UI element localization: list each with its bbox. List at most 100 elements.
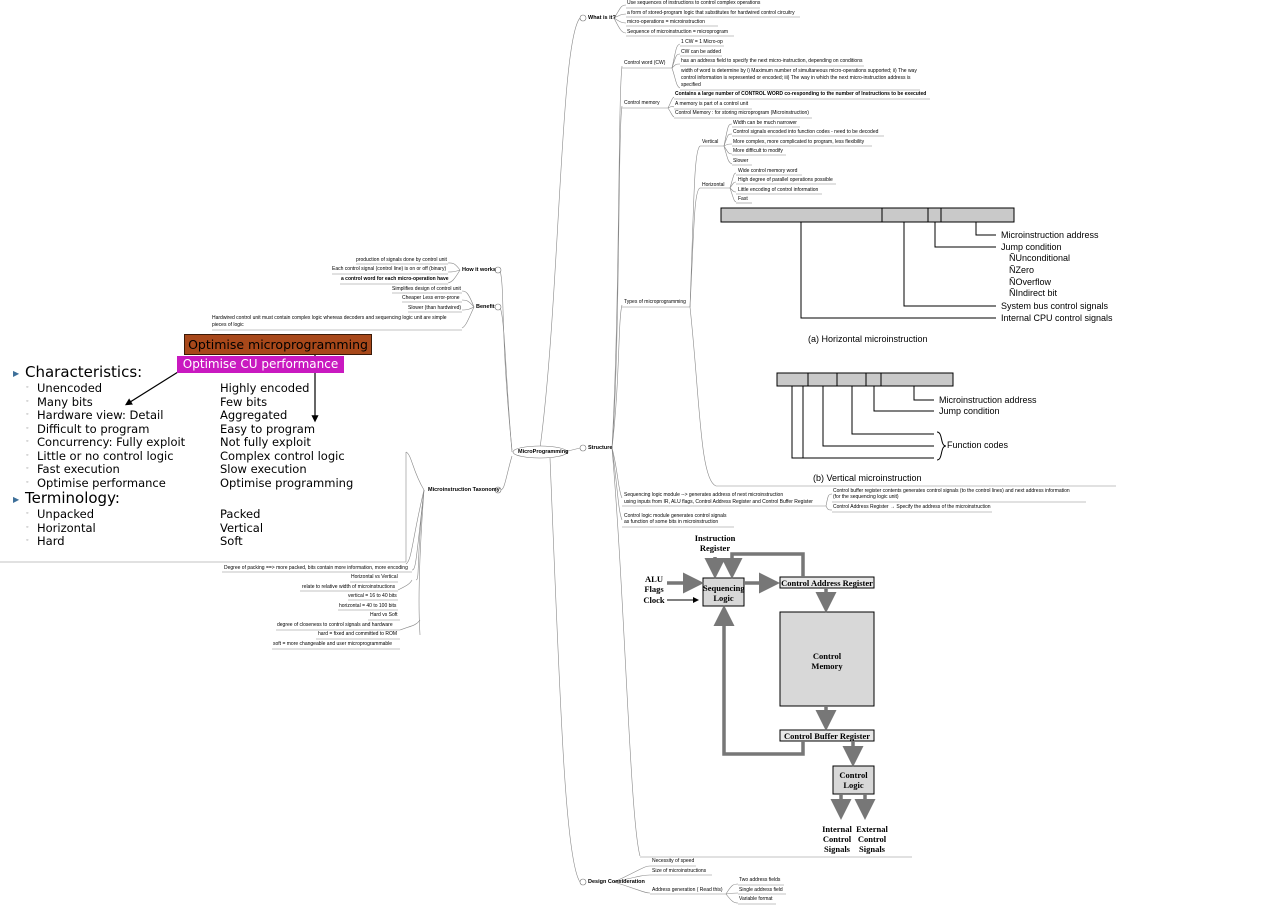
- vertical-item: Width can be much narrower: [733, 120, 797, 126]
- taxonomy-note: Horizontal vs Vertical: [351, 574, 398, 580]
- control-buffer-register-box: Control Buffer Register: [783, 731, 871, 741]
- bullet-icon: ◦: [26, 397, 29, 405]
- fig-h-label: System bus control signals: [1001, 301, 1109, 311]
- control-word-label[interactable]: Control word (CW): [624, 60, 666, 66]
- control-logic-label-2: as function of some bits in microinstruc…: [624, 519, 719, 525]
- design-item[interactable]: Address generation ( Read this): [652, 887, 723, 893]
- sequencing-label-2: using inputs from IR, ALU flags, Control…: [624, 499, 813, 505]
- characteristic-left: Optimise performance: [37, 475, 166, 490]
- characteristic-left: Fast execution: [37, 462, 120, 476]
- center-node[interactable]: MicroProgramming: [518, 449, 569, 455]
- characteristic-right: Complex control logic: [220, 448, 345, 463]
- fig-h-label: Jump condition: [1001, 242, 1062, 252]
- branch-what-is-it[interactable]: What is it?: [588, 15, 616, 21]
- terminology-left: Horizontal: [37, 520, 96, 535]
- expand-triangle-icon[interactable]: ▶: [13, 369, 20, 378]
- clock-label: Clock: [643, 595, 665, 605]
- taxonomy-note: horizontal = 40 to 100 bits: [339, 603, 397, 609]
- horizontal-item: High degree of parallel operations possi…: [738, 177, 833, 183]
- bullet-icon: ◦: [26, 384, 29, 391]
- fig-v-label: Microinstruction address: [939, 395, 1037, 405]
- cm-item: Contains a large number of CONTROL WORD …: [675, 91, 927, 97]
- expand-triangle-icon[interactable]: ▶: [13, 495, 20, 504]
- terminology-right: Vertical: [220, 520, 264, 535]
- bullet-icon: ◦: [26, 424, 29, 432]
- taxonomy-note: Hard vs Soft: [370, 612, 398, 618]
- bullet-icon: ◦: [26, 523, 29, 531]
- sequencing-label[interactable]: Sequencing logic module --> generates ad…: [624, 492, 784, 498]
- branch-how-it-works[interactable]: How it works: [462, 267, 496, 273]
- branch-microinstruction-taxonomy[interactable]: Microinstruction Taxonomy: [428, 487, 500, 493]
- branch-design-consideration[interactable]: Design Consideration: [588, 879, 645, 885]
- vertical-item: Control signals encoded into function co…: [733, 129, 879, 135]
- characteristic-right: Few bits: [220, 394, 268, 409]
- vertical-item: Slower: [733, 158, 749, 164]
- branch-structure[interactable]: Structure: [588, 445, 613, 451]
- terminology-title: Terminology:: [25, 489, 120, 507]
- characteristic-right: Easy to program: [220, 421, 316, 436]
- characteristic-left: Concurrency: Fully exploit: [37, 435, 186, 449]
- cw-item: control information is represented or en…: [681, 75, 911, 81]
- cm-item: Control Memory : for storing microprogra…: [675, 110, 809, 116]
- cw-item: width of word is determine by i) Maximum…: [681, 68, 917, 74]
- bullet-icon: ◦: [26, 438, 29, 445]
- fig-h-caption: (a) Horizontal microinstruction: [808, 334, 928, 344]
- fig-h-label: ÑUnconditional: [1009, 253, 1071, 263]
- taxonomy-note: soft = more changeable and user micropro…: [273, 641, 393, 647]
- cw-item: 1 CW = 1 Micro-op: [681, 39, 723, 45]
- design-item: Necessity of speed: [652, 858, 695, 864]
- cw-item: CW can be added: [681, 49, 722, 55]
- bullet-icon: ◦: [26, 537, 29, 544]
- cw-item: specified: [681, 82, 701, 88]
- horizontal-microinstruction-figure: [720, 207, 1015, 319]
- sequencing-item: Control buffer register contents generat…: [833, 488, 1070, 494]
- characteristic-left: Many bits: [37, 394, 93, 409]
- cw-item: has an address field to specify the next…: [681, 58, 863, 64]
- horizontal-label[interactable]: Horizontal: [702, 182, 725, 188]
- horizontal-item: Fast: [738, 196, 748, 202]
- vertical-item: More complex, more complicated to progra…: [733, 139, 865, 145]
- how-item: Each control signal (control line) is on…: [332, 266, 447, 272]
- terminology-right: Soft: [220, 534, 243, 548]
- optimise-microprogramming-banner: Optimise microprogramming: [184, 334, 372, 355]
- characteristic-left: Unencoded: [37, 381, 103, 395]
- benefit-item: pieces of logic: [212, 322, 244, 328]
- characteristic-left: Difficult to program: [37, 421, 150, 436]
- sequencing-item: (for the sequencing logic unit): [833, 494, 899, 500]
- terminology-left: Hard: [37, 534, 65, 548]
- how-item: a control word for each micro-operation …: [341, 276, 449, 282]
- control-memory-label[interactable]: Control memory: [624, 100, 660, 106]
- taxonomy-note: Degree of packing ==> more packed, bits …: [224, 565, 408, 571]
- how-item: production of signals done by control un…: [356, 257, 447, 263]
- bullet-icon: ◦: [26, 451, 29, 459]
- branch-benefit[interactable]: Benefit: [476, 304, 495, 310]
- fig-v-caption: (b) Vertical microinstruction: [813, 473, 922, 483]
- fig-h-label: ÑOverflow: [1009, 277, 1052, 287]
- terminology-left: Unpacked: [37, 507, 95, 521]
- horizontal-item: Little encoding of control information: [738, 187, 819, 193]
- bullet-icon: ◦: [26, 411, 29, 418]
- bullet-icon: ◦: [26, 465, 29, 472]
- bullet-icon: ◦: [26, 510, 29, 517]
- vertical-label[interactable]: Vertical: [702, 139, 719, 145]
- fig-h-label: Microinstruction address: [1001, 230, 1099, 240]
- fig-h-label: ÑIndirect bit: [1009, 288, 1058, 298]
- bullet-icon: ◦: [26, 478, 29, 486]
- what-item: micro-operations = microinstruction: [627, 19, 705, 25]
- benefit-item: Cheaper Less error-prone: [402, 295, 460, 301]
- characteristic-right: Highly encoded: [220, 381, 310, 395]
- characteristic-right: Optimise programming: [220, 475, 354, 490]
- design-item: Size of microinstructions: [652, 868, 707, 874]
- characteristics-title: Characteristics:: [25, 363, 143, 381]
- control-address-register-box: Control Address Register: [781, 578, 873, 588]
- taxonomy-note: relate to relative width of microinstruc…: [302, 584, 396, 590]
- types-label[interactable]: Types of microprogramming: [624, 299, 686, 305]
- vertical-item: More difficult to modify: [733, 148, 783, 154]
- characteristic-right: Slow execution: [220, 462, 307, 476]
- control-logic-label[interactable]: Control logic module generates control s…: [624, 513, 727, 519]
- benefit-item: Hardwired control unit must contain comp…: [212, 315, 447, 321]
